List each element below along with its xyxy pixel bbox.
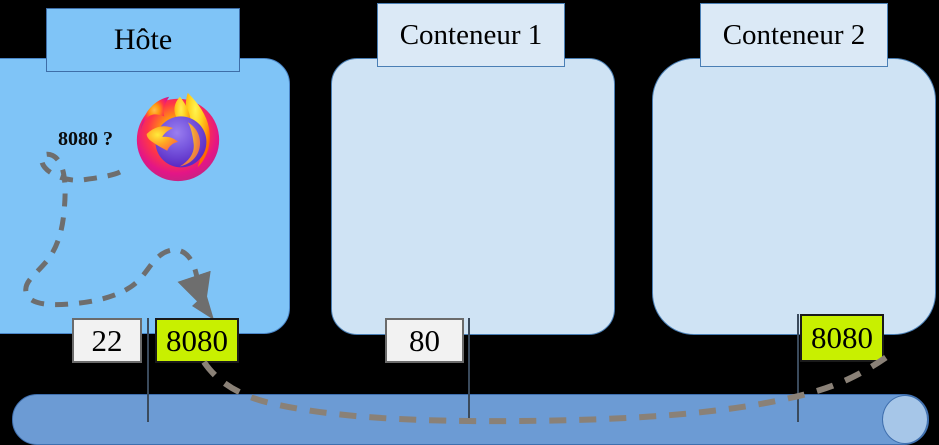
container2-panel <box>652 58 936 335</box>
host-port-question-label: 8080 ? <box>58 128 113 150</box>
host-port-8080[interactable]: 8080 <box>155 318 239 363</box>
network-bar-end-cap <box>882 395 928 444</box>
connector-container1-to-network <box>468 318 470 422</box>
container1-panel <box>331 58 615 335</box>
connector-container2-to-network <box>797 314 799 422</box>
container1-port-80[interactable]: 80 <box>385 318 464 363</box>
container2-port-8080[interactable]: 8080 <box>800 314 884 362</box>
network-bar <box>12 394 929 445</box>
container2-title-label: Conteneur 2 <box>700 3 888 67</box>
container1-title-label: Conteneur 1 <box>377 3 565 67</box>
host-title-label: Hôte <box>46 8 240 72</box>
firefox-icon <box>136 92 220 182</box>
connector-host-to-network <box>147 318 149 422</box>
host-port-22[interactable]: 22 <box>72 318 142 363</box>
